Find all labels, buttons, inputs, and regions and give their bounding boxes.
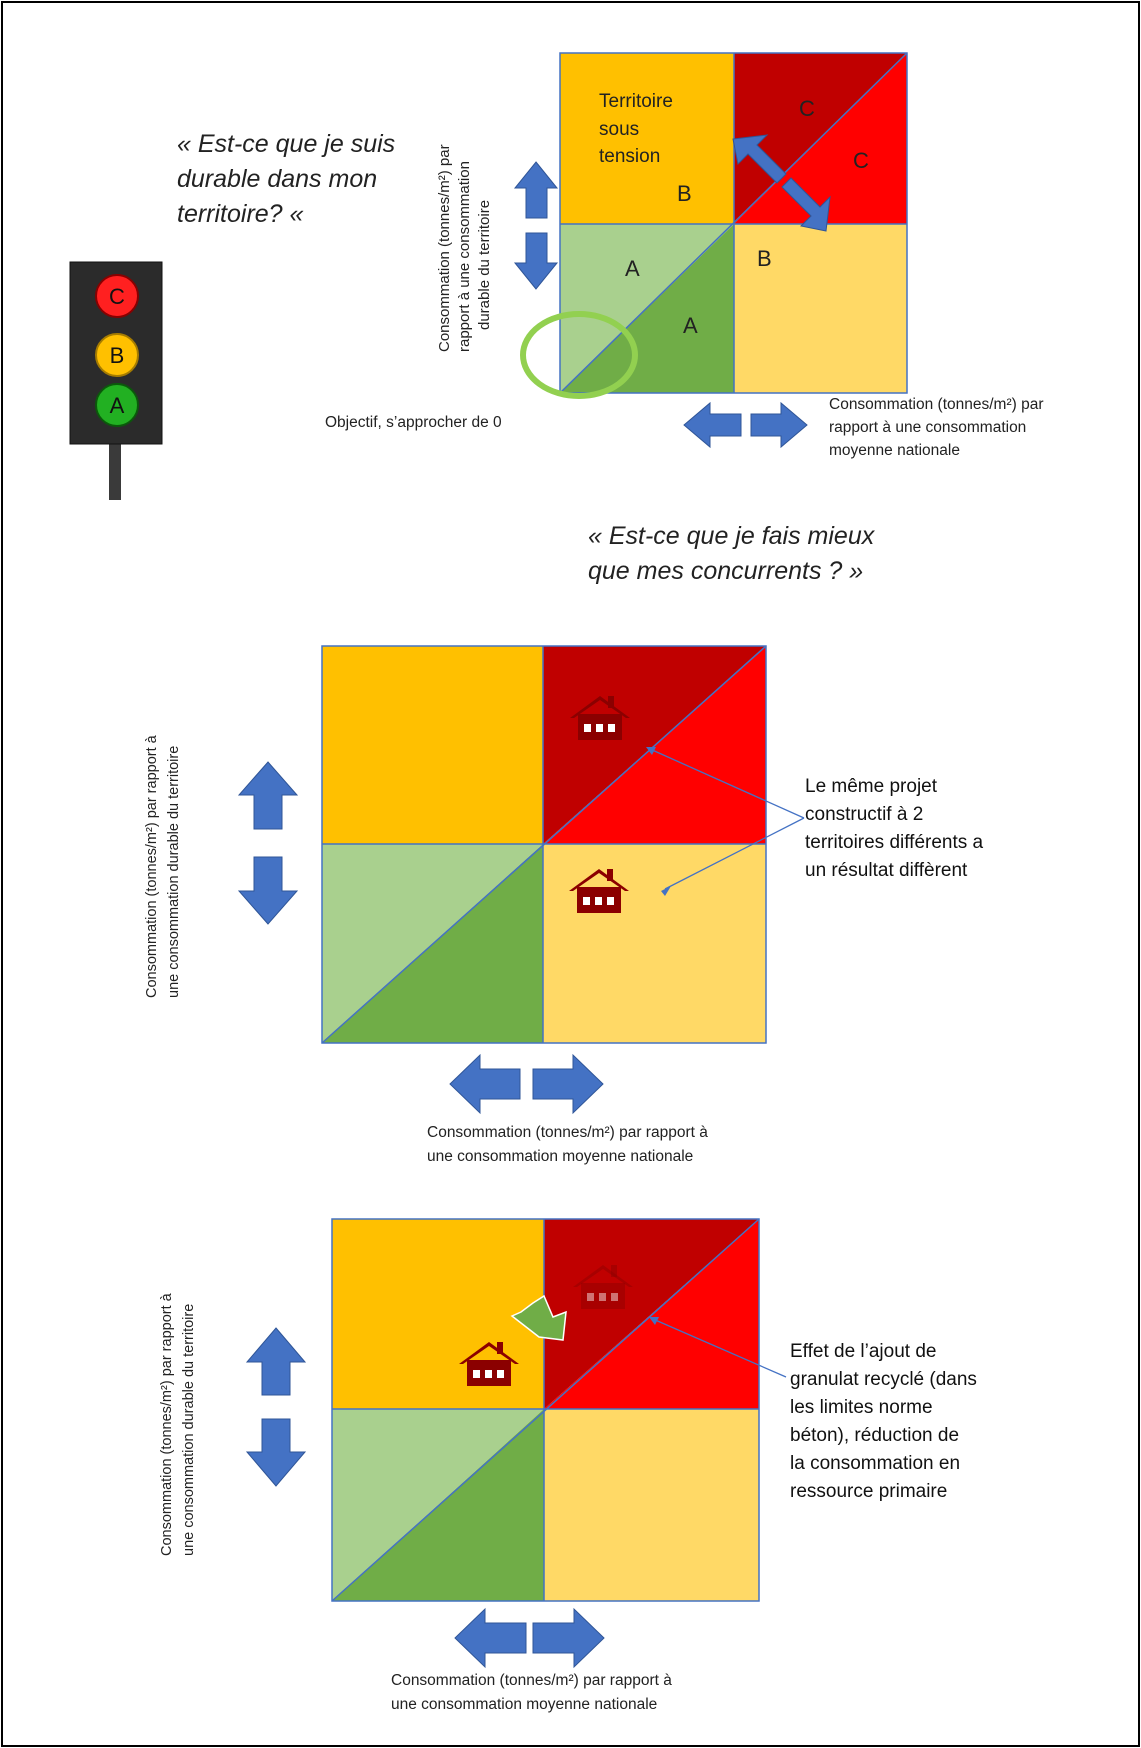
- svg-text:Consommation (tonnes/m²) par r: Consommation (tonnes/m²) par rapport à: [144, 734, 160, 998]
- arrow-down-icon: [245, 1418, 307, 1487]
- question-2-line-2: que mes concurrents ? »: [588, 557, 864, 585]
- svg-text:une consommation durable du te: une consommation durable du territoire: [181, 1304, 197, 1556]
- grade-top-right-lower: C: [853, 148, 869, 173]
- note-recycled-aggregate: Effet de l’ajout de granulat recyclé (da…: [790, 1341, 977, 1502]
- x-axis-label-2b: une consommation moyenne nationale: [427, 1148, 693, 1165]
- matrix-1: Territoire sous tension B C C A A B: [520, 52, 908, 399]
- grade-bottom-left-upper: A: [625, 256, 640, 281]
- svg-text:une consommation durable du te: une consommation durable du territoire: [166, 746, 182, 998]
- svg-text:rapport à une consommation: rapport à une consommation: [456, 161, 473, 352]
- cell-bottom-right: [734, 224, 907, 393]
- green-arrow-icon: [510, 1294, 567, 1341]
- svg-text:durable du territoire: durable du territoire: [476, 200, 493, 330]
- arrow-down-icon: [237, 856, 299, 925]
- y-axis-label-1: Consommation (tonnes/m²) par rapport à u…: [436, 144, 493, 352]
- cell-label-territoire: Territoire: [599, 91, 673, 112]
- x-axis-label-2a: Consommation (tonnes/m²) par rapport à: [427, 1124, 708, 1141]
- traffic-light-b: B: [110, 343, 125, 368]
- cell-label-tension: tension: [599, 146, 660, 167]
- grade-bottom-left-lower: A: [683, 313, 698, 338]
- objective-circle: [520, 311, 638, 399]
- svg-text:Consommation (tonnes/m²) par: Consommation (tonnes/m²) par: [436, 144, 453, 352]
- note-same-project: Le même projet constructif à 2 territoir…: [805, 776, 984, 881]
- grade-top-right-upper: C: [799, 96, 815, 121]
- x-axis-label-3b: une consommation moyenne nationale: [391, 1696, 657, 1713]
- grade-bottom-right: B: [757, 246, 772, 271]
- matrix-2: [321, 645, 805, 1044]
- arrow-right-icon: [532, 1053, 604, 1115]
- arrow-right-icon: [532, 1607, 605, 1669]
- objective-label: Objectif, s’approcher de 0: [325, 414, 502, 431]
- question-2-line-1: « Est-ce que je fais mieux: [588, 522, 875, 550]
- arrow-right-icon: [750, 401, 808, 449]
- diagonal-arrow-up-left-icon: [732, 134, 787, 184]
- arrow-down-icon: [513, 232, 559, 290]
- x-axis-label-1b: rapport à une consommation: [829, 419, 1026, 436]
- matrix-3: [331, 1218, 787, 1602]
- y-axis-label-2: Consommation (tonnes/m²) par rapport à u…: [144, 734, 182, 998]
- arrow-up-icon: [513, 161, 559, 219]
- traffic-light-a: A: [110, 393, 125, 418]
- x-axis-label-1c: moyenne nationale: [829, 442, 960, 459]
- arrow-left-icon: [683, 401, 742, 449]
- arrow-up-icon: [237, 761, 299, 830]
- question-1: « Est-ce que je suis durable dans mon te…: [177, 130, 396, 228]
- arrow-left-icon: [449, 1053, 521, 1115]
- traffic-light-c: C: [109, 284, 125, 309]
- svg-text:Consommation (tonnes/m²) par r: Consommation (tonnes/m²) par rapport à: [159, 1292, 175, 1556]
- cell-top-left: [560, 53, 734, 224]
- grade-top-left: B: [677, 181, 692, 206]
- x-axis-label-1a: Consommation (tonnes/m²) par: [829, 396, 1044, 413]
- cell-label-sous: sous: [599, 119, 639, 140]
- y-axis-label-3: Consommation (tonnes/m²) par rapport à u…: [159, 1292, 197, 1556]
- arrow-up-icon: [245, 1327, 307, 1396]
- traffic-light-icon: C B A: [69, 261, 163, 500]
- arrow-left-icon: [454, 1607, 527, 1669]
- diagonal-arrow-down-right-icon: [781, 177, 831, 232]
- question-2: « Est-ce que je fais mieux que mes concu…: [588, 519, 948, 589]
- x-axis-label-3a: Consommation (tonnes/m²) par rapport à: [391, 1672, 672, 1689]
